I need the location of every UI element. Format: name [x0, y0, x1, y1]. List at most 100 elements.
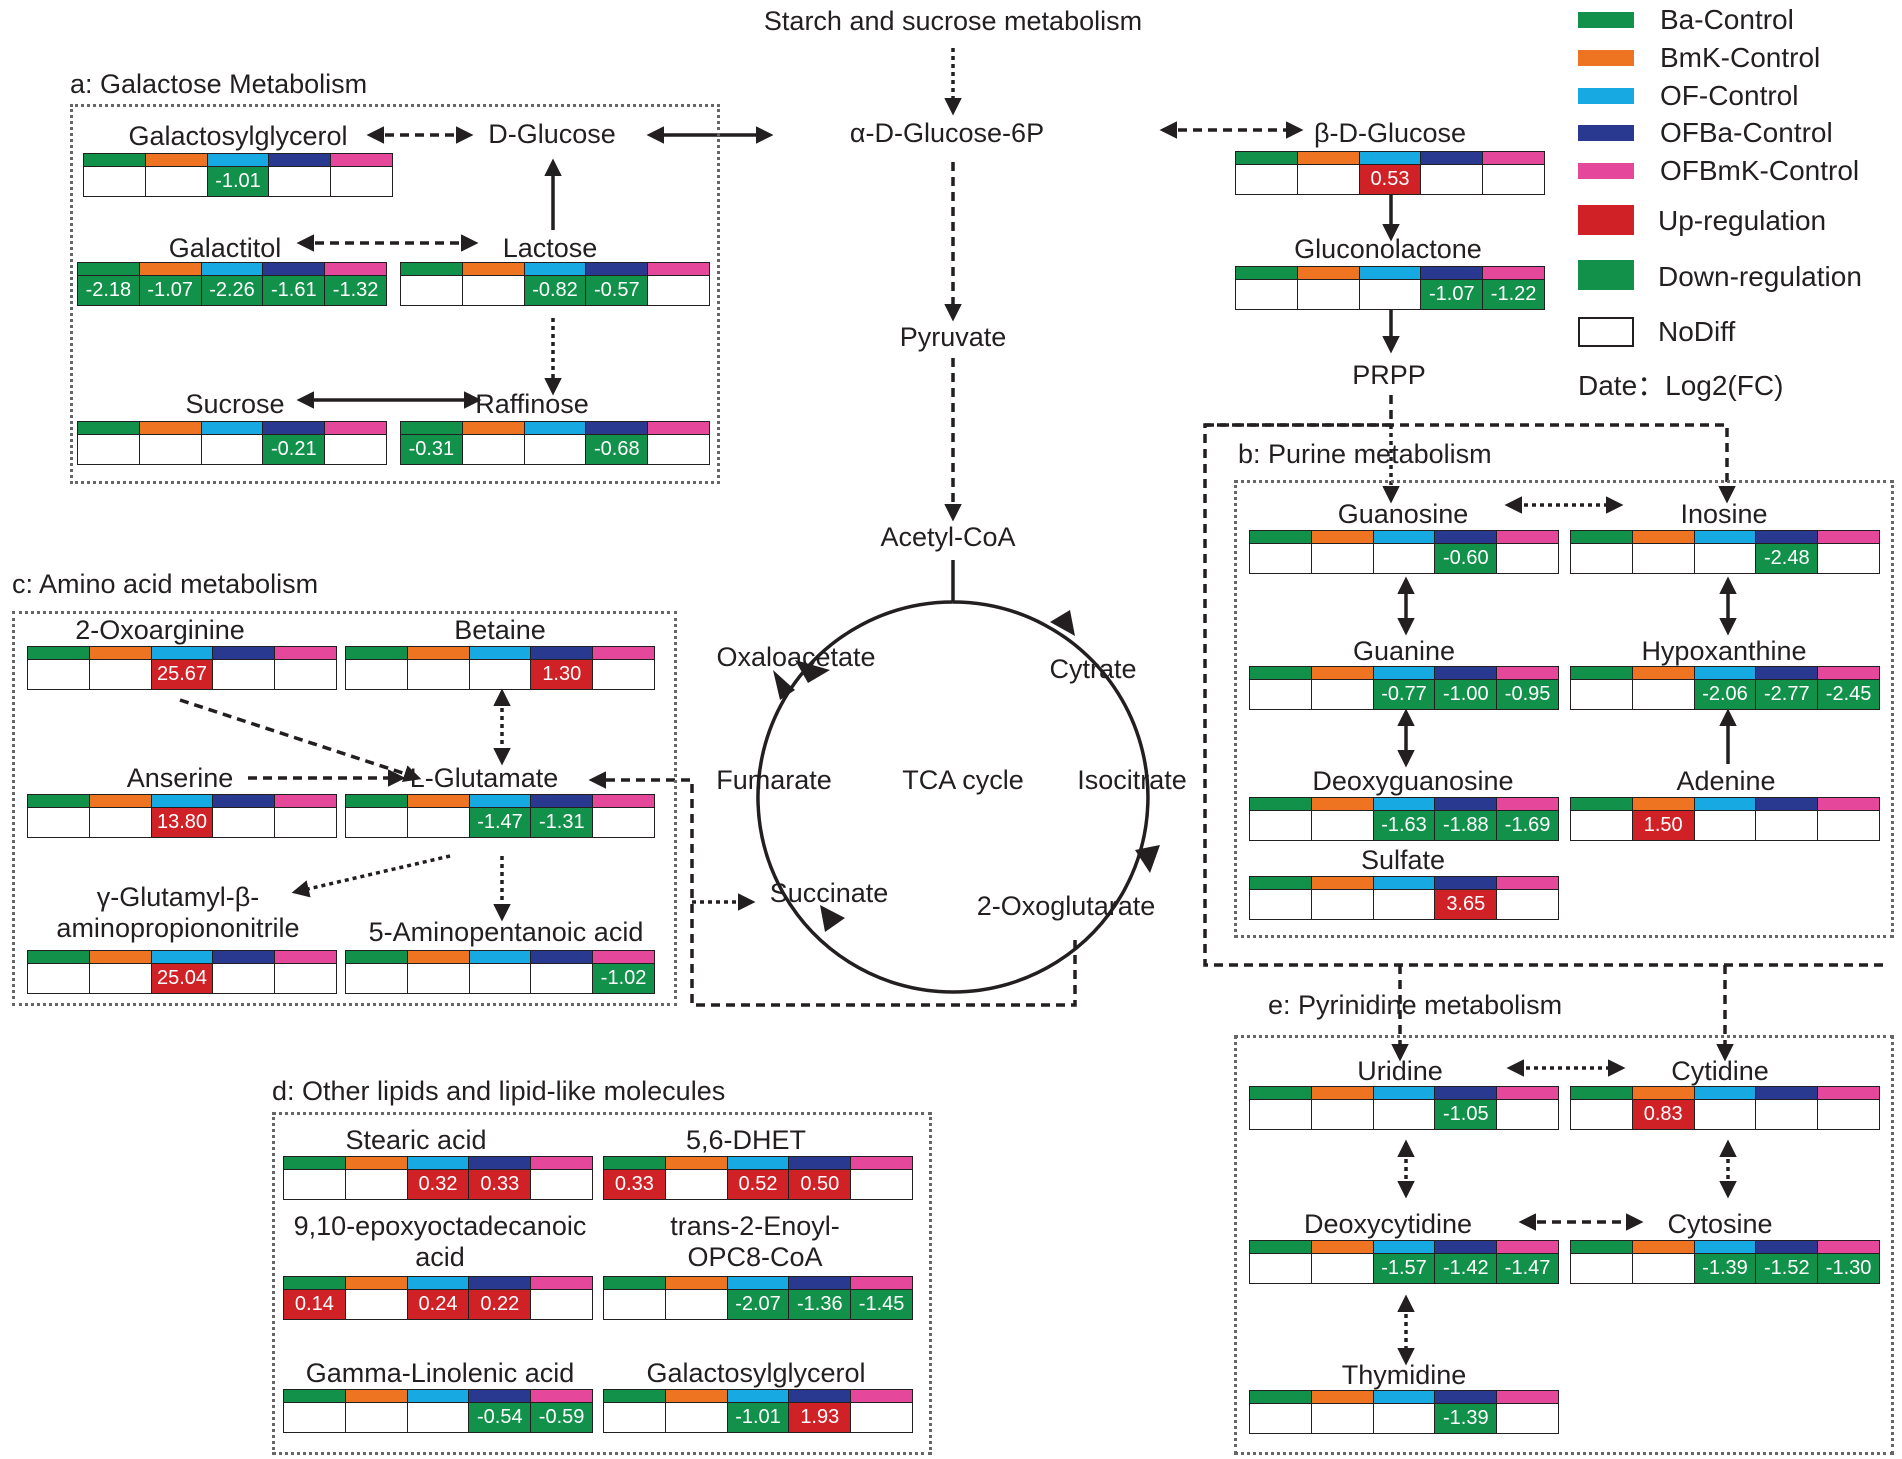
series-swatch-ba	[78, 422, 140, 434]
label-uridine: Uridine	[1357, 1056, 1443, 1086]
fold-change-cell	[463, 435, 525, 464]
legend-label-ofbmk: OFBmK-Control	[1660, 155, 1860, 186]
series-swatch-ba	[604, 1157, 666, 1169]
series-swatch-of	[1694, 667, 1757, 679]
label-deoxyguanosine: Deoxyguanosine	[1312, 766, 1514, 796]
label-beta-d-glucose: β-D-Glucose	[1313, 118, 1467, 148]
heatmap-gamma-linolenic-acid: -0.54-0.59	[283, 1389, 593, 1433]
series-swatch-ofbmk	[531, 1277, 592, 1289]
value-row: -2.48	[1570, 544, 1880, 574]
fold-change-cell: -1.42	[1435, 1254, 1498, 1283]
series-swatch-ofba	[1756, 531, 1819, 543]
value-row: -2.07-1.36-1.45	[603, 1290, 913, 1320]
legend-label-ba: Ba-Control	[1660, 4, 1794, 35]
series-swatch-bmk	[1311, 1087, 1374, 1099]
series-swatch-ba	[1571, 1241, 1633, 1253]
series-swatch-ba	[284, 1277, 346, 1289]
fold-change-cell	[213, 808, 276, 837]
box-purine	[1234, 480, 1894, 938]
label-deoxycytidine: Deoxycytidine	[1303, 1209, 1473, 1239]
fold-change-cell	[1497, 1100, 1558, 1129]
fold-change-cell	[851, 1403, 912, 1432]
fold-change-cell	[1633, 1254, 1695, 1283]
series-swatch-ofba	[269, 154, 332, 166]
fold-change-cell: -1.36	[789, 1290, 852, 1319]
series-color-strip	[1570, 1086, 1880, 1100]
series-color-strip	[283, 1276, 593, 1290]
heatmap-galactitol: -2.18-1.07-2.26-1.61-1.32	[77, 262, 387, 306]
label-galactosylglycerol: Galactosylglycerol	[128, 121, 348, 151]
legend-swatch-of	[1578, 88, 1634, 104]
series-swatch-bmk	[407, 795, 470, 807]
label-glutamyl-aminopropiononitrile: γ-Glutamyl-β-aminopropiononitrile	[56, 882, 300, 944]
series-swatch-of	[1373, 798, 1436, 810]
heatmap-beta-d-glucose: 0.53	[1235, 151, 1545, 195]
label-betaine: Betaine	[454, 615, 546, 645]
label-cytosine: Cytosine	[1667, 1209, 1773, 1239]
box-galactose	[70, 104, 720, 484]
value-row: 0.83	[1570, 1100, 1880, 1130]
fold-change-cell: 0.14	[284, 1290, 346, 1319]
series-swatch-ba	[346, 795, 408, 807]
label-trans-2-enoyl-opc8-coa: trans-2-Enoyl-OPC8-CoA	[670, 1211, 840, 1273]
fold-change-cell: 0.52	[727, 1170, 790, 1199]
fold-change-cell	[408, 808, 470, 837]
fold-change-cell	[84, 167, 146, 196]
label-epoxyoctadecanoic-acid: 9,10-epoxyoctadecanoic acid	[293, 1211, 587, 1273]
series-color-strip	[27, 950, 337, 964]
heatmap-5-aminopentanoic-acid: -1.02	[345, 950, 655, 994]
fold-change-cell	[593, 660, 654, 689]
series-swatch-of	[1373, 531, 1436, 543]
series-swatch-ofba	[469, 1277, 532, 1289]
fold-change-cell: -1.39	[1694, 1254, 1757, 1283]
series-swatch-ofba	[1421, 267, 1484, 279]
label-guanine: Guanine	[1352, 636, 1456, 666]
series-swatch-of	[151, 795, 214, 807]
series-swatch-ofbmk	[1497, 1087, 1558, 1099]
fold-change-cell	[1497, 1404, 1558, 1433]
fold-change-cell	[346, 1403, 408, 1432]
series-swatch-ba	[1236, 267, 1298, 279]
heatmap-sulfate: 3.65	[1249, 876, 1559, 920]
heatmap-deoxyguanosine: -1.63-1.88-1.69	[1249, 797, 1559, 841]
series-swatch-of	[201, 263, 264, 275]
value-row: -1.39-1.52-1.30	[1570, 1254, 1880, 1284]
series-swatch-ofbmk	[1497, 531, 1558, 543]
series-swatch-ba	[78, 263, 140, 275]
series-swatch-ba	[84, 154, 146, 166]
value-row: -1.39	[1249, 1404, 1559, 1434]
fold-change-cell: -1.69	[1497, 811, 1558, 840]
heatmap-hypoxanthine: -2.06-2.77-2.45	[1570, 666, 1880, 710]
series-swatch-ofba	[1435, 667, 1498, 679]
series-color-strip	[345, 794, 655, 808]
series-color-strip	[83, 153, 393, 167]
fold-change-cell: 1.30	[531, 660, 594, 689]
series-color-strip	[1235, 151, 1545, 165]
series-swatch-bmk	[1311, 798, 1374, 810]
series-swatch-of	[727, 1277, 790, 1289]
heatmap-guanosine: -0.60	[1249, 530, 1559, 574]
label-galactitol: Galactitol	[168, 233, 282, 263]
heatmap-inosine: -2.48	[1570, 530, 1880, 574]
fold-change-cell	[346, 964, 408, 993]
legend-swatch-down	[1578, 260, 1634, 290]
label-starch-sucrose: Starch and sucrose metabolism	[763, 6, 1143, 36]
value-row: 25.04	[27, 964, 337, 994]
fold-change-cell: -1.07	[139, 276, 202, 305]
fold-change-cell	[1374, 1404, 1436, 1433]
value-row: -0.21	[77, 435, 387, 465]
series-swatch-of	[151, 951, 214, 963]
series-color-strip	[1570, 666, 1880, 680]
series-swatch-ofba	[1435, 877, 1498, 889]
fold-change-cell	[275, 964, 336, 993]
series-swatch-ofbmk	[593, 647, 654, 659]
series-color-strip	[1249, 1086, 1559, 1100]
fold-change-cell	[1374, 544, 1436, 573]
label-cytrate: Cytrate	[1049, 654, 1137, 684]
series-swatch-ofbmk	[1818, 1241, 1879, 1253]
heatmap-deoxycytidine: -1.57-1.42-1.47	[1249, 1240, 1559, 1284]
series-swatch-ba	[284, 1157, 346, 1169]
value-row: -0.54-0.59	[283, 1403, 593, 1433]
